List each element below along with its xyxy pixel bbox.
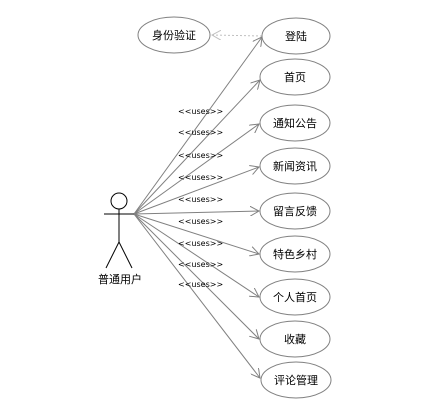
association-line-feedback — [133, 211, 259, 214]
uses-label: <<uses>> — [178, 217, 223, 226]
actor-stick-figure-icon — [104, 192, 134, 269]
association-line-login — [133, 37, 262, 215]
use-case-label-profile: 个人首页 — [273, 290, 317, 304]
uses-label: <<uses>> — [178, 107, 223, 116]
include-line-login-auth — [212, 35, 263, 36]
association-line-favorites — [133, 213, 259, 339]
use-case-login: 登陆 — [261, 17, 331, 55]
uses-label: <<uses>> — [178, 239, 223, 248]
uses-label: <<uses>> — [178, 280, 223, 289]
association-line-comments — [133, 213, 260, 378]
use-case-label-login: 登陆 — [285, 29, 307, 43]
use-case-village: 特色乡村 — [259, 235, 331, 273]
uses-label: <<uses>> — [178, 151, 223, 160]
use-case-label-auth: 身份验证 — [152, 28, 196, 42]
use-case-feedback: 留言反馈 — [259, 192, 331, 230]
use-case-auth: 身份验证 — [137, 16, 211, 54]
use-case-label-favorites: 收藏 — [284, 332, 306, 346]
use-case-profile: 个人首页 — [259, 278, 331, 316]
use-case-label-notice: 通知公告 — [273, 116, 317, 130]
uses-label: <<uses>> — [178, 173, 223, 182]
use-case-favorites: 收藏 — [259, 320, 331, 358]
association-line-home — [133, 80, 260, 215]
use-case-label-comments: 评论管理 — [274, 373, 318, 387]
use-case-news: 新闻资讯 — [259, 147, 331, 185]
use-case-home: 首页 — [259, 58, 331, 96]
association-line-profile — [133, 213, 259, 297]
association-line-village — [133, 213, 259, 254]
association-line-notice — [133, 124, 259, 215]
use-case-notice: 通知公告 — [259, 104, 331, 142]
association-line-news — [133, 167, 259, 215]
uses-label: <<uses>> — [178, 128, 223, 137]
actor-label: 普通用户 — [98, 272, 142, 286]
use-case-label-home: 首页 — [284, 70, 306, 84]
uses-label: <<uses>> — [178, 260, 223, 269]
use-case-label-news: 新闻资讯 — [273, 159, 317, 173]
use-case-label-village: 特色乡村 — [273, 247, 317, 261]
use-case-comments: 评论管理 — [260, 361, 332, 399]
use-case-label-feedback: 留言反馈 — [273, 205, 317, 218]
uses-label: <<uses>> — [178, 195, 223, 204]
